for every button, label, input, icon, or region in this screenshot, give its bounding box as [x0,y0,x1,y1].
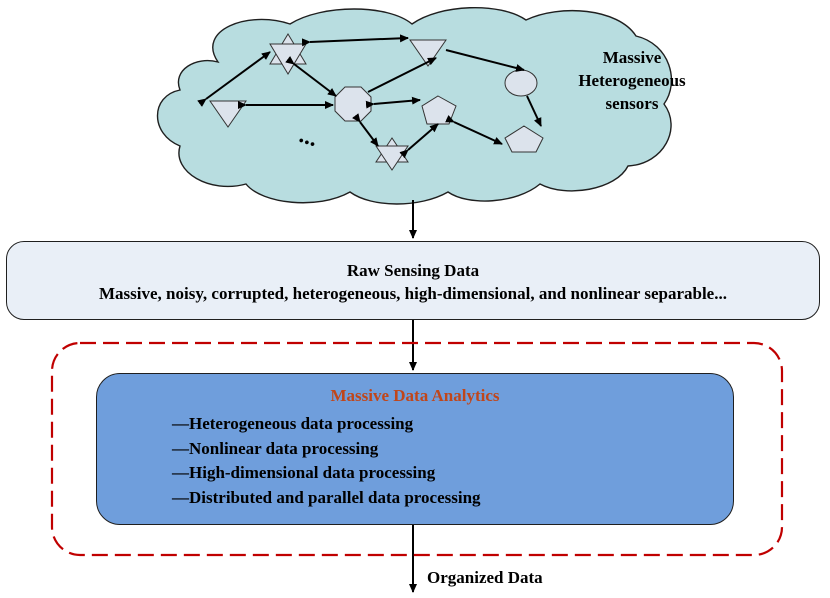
sensor-octagon [334,86,372,122]
analytics-item-high-dimensional: —High-dimensional data processing [172,463,436,482]
analytics-title: Massive Data Analytics [330,386,500,405]
sensor-triangle-top [409,39,447,67]
sensor-pentagon-right [504,125,544,153]
sensors-label-line-3: sensors [605,94,659,113]
sensors-label-line-2: Heterogeneous [578,71,686,90]
analytics-item-nonlinear: —Nonlinear data processing [172,439,379,458]
analytics-dashed-boundary [50,341,784,557]
sensors-label-line-1: Massive [602,48,662,67]
analytics-item-distributed: —Distributed and parallel data processin… [172,488,481,507]
massive-data-analytics-box [96,373,734,525]
analytics-item-heterogeneous: —Heterogeneous data processing [172,414,414,433]
raw-data-description: Massive, noisy, corrupted, heterogeneous… [99,284,727,303]
raw-data-title: Raw Sensing Data [346,261,480,280]
raw-sensing-data-box [6,241,820,320]
sensors-label: Massive Heterogeneous sensors [572,46,692,115]
sensor-circle [504,69,538,97]
organized-data-label: Organized Data [427,568,543,587]
network-links [197,34,542,159]
